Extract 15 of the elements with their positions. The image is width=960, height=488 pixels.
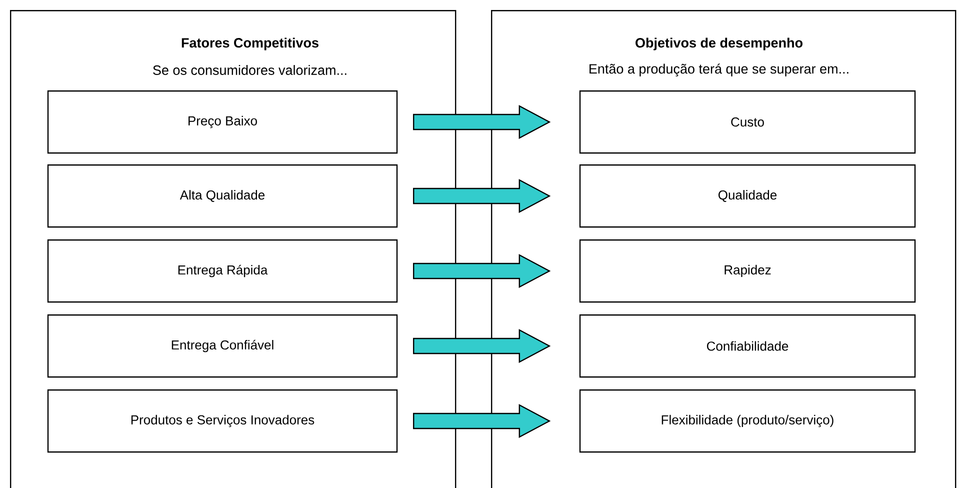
block-arrow [413, 179, 551, 213]
factor-box: Qualidade [579, 164, 916, 228]
block-arrow [413, 254, 551, 288]
factor-box: Confiabilidade [579, 314, 916, 378]
factor-box: Flexibilidade (produto/serviço) [579, 389, 916, 453]
factor-box: Custo [579, 90, 916, 154]
factor-box: Rapidez [579, 239, 916, 303]
factor-box: Preço Baixo [47, 90, 398, 154]
factor-box: Entrega Confiável [47, 314, 398, 378]
block-arrow [413, 105, 551, 139]
factor-box: Alta Qualidade [47, 164, 398, 228]
block-arrow [413, 404, 551, 438]
factor-box: Entrega Rápida [47, 239, 398, 303]
block-arrow [413, 329, 551, 363]
factor-box: Produtos e Serviços Inovadores [47, 389, 398, 453]
